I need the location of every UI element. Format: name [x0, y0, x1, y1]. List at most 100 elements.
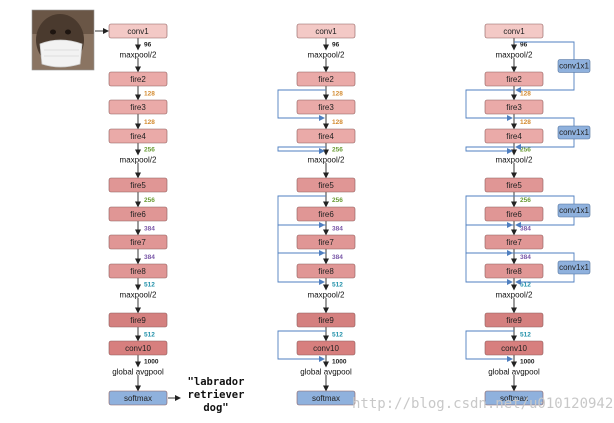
simple-bypass-fire7-fire8 — [277, 252, 326, 285]
layer-box-softmax — [108, 390, 168, 406]
layer-box-fire7 — [296, 234, 356, 250]
layer-text-fire3: fire3 — [318, 103, 334, 112]
layer-box-fire4 — [296, 128, 356, 144]
layer-box-conv10 — [296, 340, 356, 356]
layer-text-fire8: fire8 — [318, 267, 334, 276]
simple-bypass-fire2-fire3 — [465, 89, 514, 121]
channel-label-fire7: 384 — [520, 254, 531, 261]
layer-box-fire5 — [296, 177, 356, 193]
layer-text-conv10: conv10 — [501, 344, 527, 353]
channel-label-fire4: 256 — [144, 147, 155, 154]
channel-label-fire3: 128 — [332, 119, 343, 126]
layer-box-fire8 — [108, 263, 168, 279]
channel-label-fire6: 384 — [144, 226, 155, 233]
layer-text-fire5: fire5 — [318, 181, 334, 190]
layer-box-fire2 — [484, 71, 544, 87]
channel-label-fire8: 512 — [520, 282, 531, 289]
layer-text-fire2: fire2 — [506, 75, 522, 84]
layer-box-fire6 — [108, 206, 168, 222]
layer-text-fire4: fire4 — [130, 132, 146, 141]
layer-text-conv1: conv1 — [127, 27, 149, 36]
label-maxpool1: maxpool/2 — [120, 51, 157, 60]
channel-label-fire3: 128 — [144, 119, 155, 126]
layer-text-fire4: fire4 — [506, 132, 522, 141]
conv1x1-text-fire7: conv1x1 — [559, 263, 589, 272]
layer-box-fire5 — [484, 177, 544, 193]
layer-box-fire6 — [484, 206, 544, 222]
layer-box-conv10 — [108, 340, 168, 356]
channel-label-fire4: 256 — [332, 147, 343, 154]
channel-label-fire2: 128 — [144, 91, 155, 98]
channel-label-fire6: 384 — [332, 226, 343, 233]
watermark: http://blog.csdn.net/u010120942 — [352, 396, 613, 412]
layer-box-fire2 — [296, 71, 356, 87]
layer-box-fire8 — [296, 263, 356, 279]
layer-text-fire5: fire5 — [506, 181, 522, 190]
layer-box-fire2 — [108, 71, 168, 87]
conv1x1-text-fire3: conv1x1 — [559, 128, 589, 137]
channel-label-fire8: 512 — [332, 282, 343, 289]
label-maxpool1: maxpool/2 — [496, 51, 533, 60]
simple-bypass-fire9-conv10 — [465, 330, 514, 362]
layer-box-fire3 — [296, 99, 356, 115]
layer-text-fire8: fire8 — [506, 267, 522, 276]
label-gap: global avgpool — [488, 368, 540, 377]
layer-text-fire9: fire9 — [130, 316, 146, 325]
dog-photo — [31, 9, 95, 71]
complex-bypass-in-fire5 — [514, 195, 575, 204]
simple-bypass-fire2-fire3 — [277, 89, 326, 121]
conv1x1-box-fire3 — [557, 125, 591, 140]
channel-label-fire7: 384 — [332, 254, 343, 261]
label-maxpool8: maxpool/2 — [308, 291, 345, 300]
layer-text-fire9: fire9 — [318, 316, 334, 325]
layer-box-fire5 — [108, 177, 168, 193]
column-simple-bypass: 961281282562563843845125121000conv1maxpo… — [277, 23, 356, 406]
column-squeezenet: 961281282562563843845125121000conv1maxpo… — [108, 23, 168, 406]
layer-box-conv1 — [108, 23, 168, 39]
layer-box-fire9 — [108, 312, 168, 328]
layer-box-fire4 — [108, 128, 168, 144]
simple-bypass-fire7-fire8 — [465, 252, 514, 285]
layer-box-conv1 — [296, 23, 356, 39]
conv1x1-text-fire5: conv1x1 — [559, 206, 589, 215]
layer-box-fire4 — [484, 128, 544, 144]
conv1x1-box-fire7 — [557, 260, 591, 275]
layer-text-softmax: softmax — [312, 394, 340, 403]
channel-label-fire5: 256 — [332, 197, 343, 204]
layer-text-conv1: conv1 — [503, 27, 525, 36]
channel-label-fire3: 128 — [520, 119, 531, 126]
layer-text-fire8: fire8 — [130, 267, 146, 276]
channel-label-conv1: 96 — [144, 42, 152, 49]
layer-box-fire9 — [296, 312, 356, 328]
output-label-line-3: dog" — [203, 402, 228, 414]
column-complex-bypass: 961281282562563843845125121000conv1maxpo… — [465, 23, 591, 406]
layer-box-fire3 — [108, 99, 168, 115]
channel-label-fire9: 512 — [144, 332, 155, 339]
layer-box-fire9 — [484, 312, 544, 328]
layer-box-fire7 — [108, 234, 168, 250]
layer-text-fire3: fire3 — [130, 103, 146, 112]
layer-box-softmax — [296, 390, 356, 406]
layer-box-softmax — [484, 390, 544, 406]
layer-box-conv1 — [484, 23, 544, 39]
channel-label-conv10: 1000 — [332, 359, 347, 366]
complex-bypass-out-fire2 — [515, 72, 575, 93]
channel-label-fire5: 256 — [144, 197, 155, 204]
channel-label-fire9: 512 — [520, 332, 531, 339]
layer-box-fire6 — [296, 206, 356, 222]
complex-bypass-out-fire8 — [515, 274, 575, 285]
label-maxpool4: maxpool/2 — [496, 156, 533, 165]
complex-bypass-out-fire6 — [515, 217, 575, 228]
layer-text-fire5: fire5 — [130, 181, 146, 190]
diagram-columns: 96 128 128 256 256 384 384 512 512 1000 conv1 maxpo… — [108, 23, 591, 406]
conv1x1-box-conv1 — [557, 59, 591, 73]
layer-text-softmax: softmax — [124, 394, 152, 403]
layer-text-conv10: conv10 — [125, 344, 151, 353]
label-maxpool4: maxpool/2 — [308, 156, 345, 165]
layer-text-fire6: fire6 — [130, 210, 146, 219]
layer-text-conv1: conv1 — [315, 27, 337, 36]
layer-box-fire7 — [484, 234, 544, 250]
output-label-line-1: "labrador — [188, 376, 245, 388]
channel-label-conv10: 1000 — [144, 359, 159, 366]
